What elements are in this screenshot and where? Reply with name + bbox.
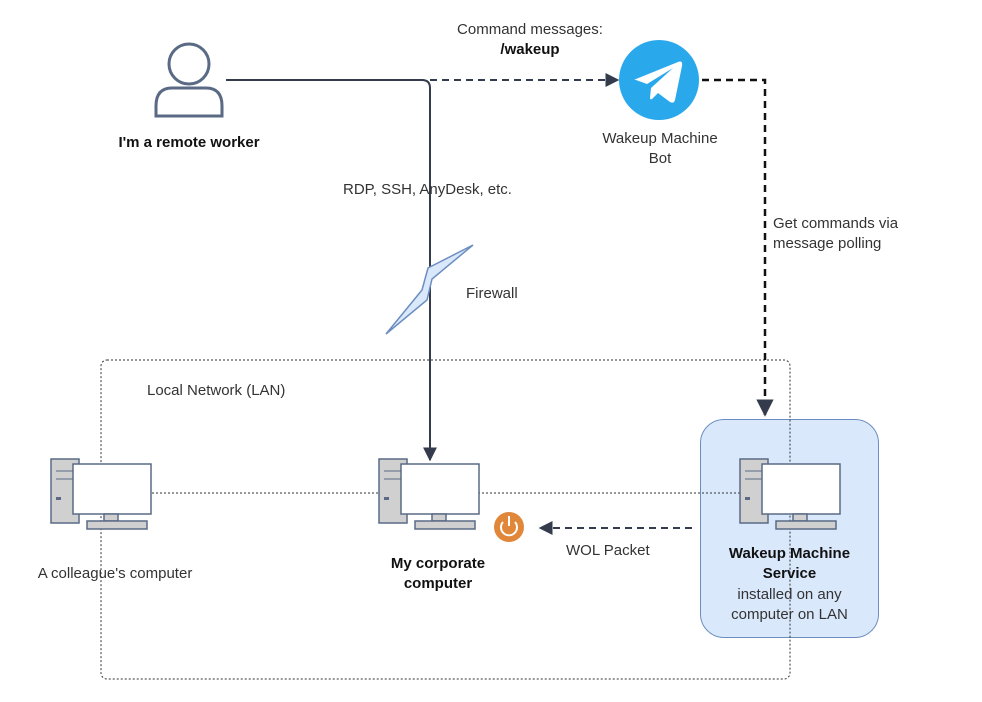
polling-edge — [702, 78, 774, 417]
firewall-label: Firewall — [466, 285, 518, 302]
service-label-line2: Service — [762, 565, 817, 582]
bot-label-line1: Wakeup Machine — [602, 130, 718, 147]
service-label-line3: installed on any — [737, 586, 842, 603]
desktop-computer-icon — [378, 458, 480, 530]
remote-access-edge — [226, 79, 437, 462]
my-computer-label-line2: computer — [403, 575, 473, 592]
desktop-computer-icon — [739, 458, 841, 530]
my-computer-label-line1: My corporate — [390, 555, 486, 572]
lan-label: Local Network (LAN) — [147, 382, 286, 399]
remote-worker-label: I'm a remote worker — [118, 134, 260, 151]
polling-label-line2: message polling — [773, 235, 882, 252]
protocols-label: RDP, SSH, AnyDesk, etc. — [343, 181, 512, 198]
user-icon — [154, 42, 224, 118]
wol-label: WOL Packet — [566, 542, 650, 559]
lightning-icon — [385, 244, 474, 335]
desktop-computer-icon — [50, 458, 152, 530]
command-messages-label: Command messages: — [457, 21, 603, 38]
colleague-computer-label: A colleague's computer — [37, 565, 193, 582]
command-label: /wakeup — [500, 41, 560, 58]
service-label-line4: computer on LAN — [731, 606, 848, 623]
polling-label-line1: Get commands via — [773, 215, 899, 232]
lan-boundary — [100, 359, 791, 680]
telegram-icon[interactable] — [619, 40, 699, 120]
bot-label-line2: Bot — [648, 150, 672, 167]
service-label-line1: Wakeup Machine — [728, 545, 851, 562]
power-icon — [494, 512, 524, 542]
